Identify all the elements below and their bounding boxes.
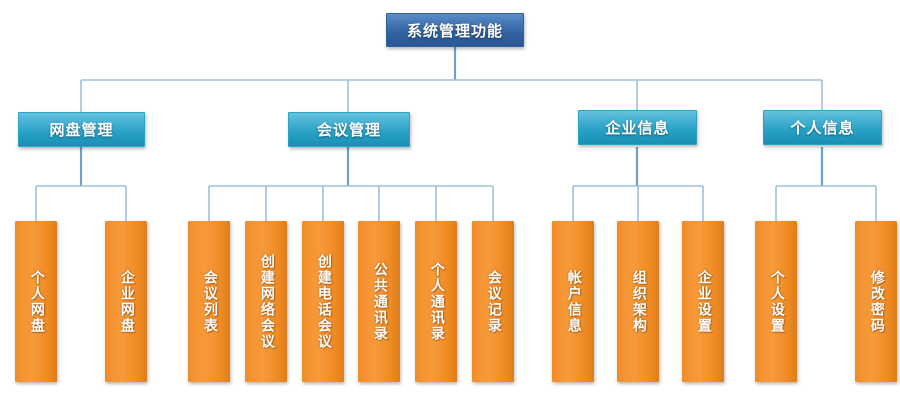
leaf-label: 创建网络会议 (258, 253, 275, 350)
leaf-node-组织架构[interactable]: 组织架构 (617, 221, 659, 382)
leaf-node-个人网盘[interactable]: 个人网盘 (15, 221, 57, 382)
leaf-node-个人通讯录[interactable]: 个人通讯录 (415, 221, 457, 382)
branch-node-网盘管理[interactable]: 网盘管理 (18, 112, 145, 147)
leaf-label: 个人设置 (768, 269, 785, 334)
leaf-node-企业设置[interactable]: 企业设置 (682, 221, 724, 382)
leaf-node-会议记录[interactable]: 会议记录 (472, 221, 514, 382)
leaf-node-修改密码[interactable]: 修改密码 (855, 221, 897, 382)
leaf-node-帐户信息[interactable]: 帐户信息 (552, 221, 594, 382)
leaf-label: 企业设置 (695, 269, 712, 334)
leaf-label: 组织架构 (630, 269, 647, 334)
leaf-node-会议列表[interactable]: 会议列表 (188, 221, 230, 382)
root-node[interactable]: 系统管理功能 (386, 13, 524, 47)
leaf-node-公共通讯录[interactable]: 公共通讯录 (358, 221, 400, 382)
leaf-node-创建网络会议[interactable]: 创建网络会议 (245, 221, 287, 382)
leaf-label: 修改密码 (868, 269, 885, 334)
leaf-label: 创建电话会议 (315, 253, 332, 350)
branch-node-企业信息[interactable]: 企业信息 (578, 110, 697, 145)
leaf-label: 会议记录 (485, 269, 502, 334)
leaf-label: 公共通讯录 (371, 261, 388, 342)
leaf-node-个人设置[interactable]: 个人设置 (755, 221, 797, 382)
leaf-label: 个人网盘 (28, 269, 45, 334)
leaf-label: 企业网盘 (118, 269, 135, 334)
branch-node-会议管理[interactable]: 会议管理 (288, 112, 410, 147)
leaf-label: 会议列表 (201, 269, 218, 334)
leaf-node-创建电话会议[interactable]: 创建电话会议 (302, 221, 344, 382)
leaf-node-企业网盘[interactable]: 企业网盘 (105, 221, 147, 382)
branch-node-个人信息[interactable]: 个人信息 (763, 110, 882, 145)
leaf-label: 帐户信息 (565, 269, 582, 334)
leaf-label: 个人通讯录 (428, 261, 445, 342)
